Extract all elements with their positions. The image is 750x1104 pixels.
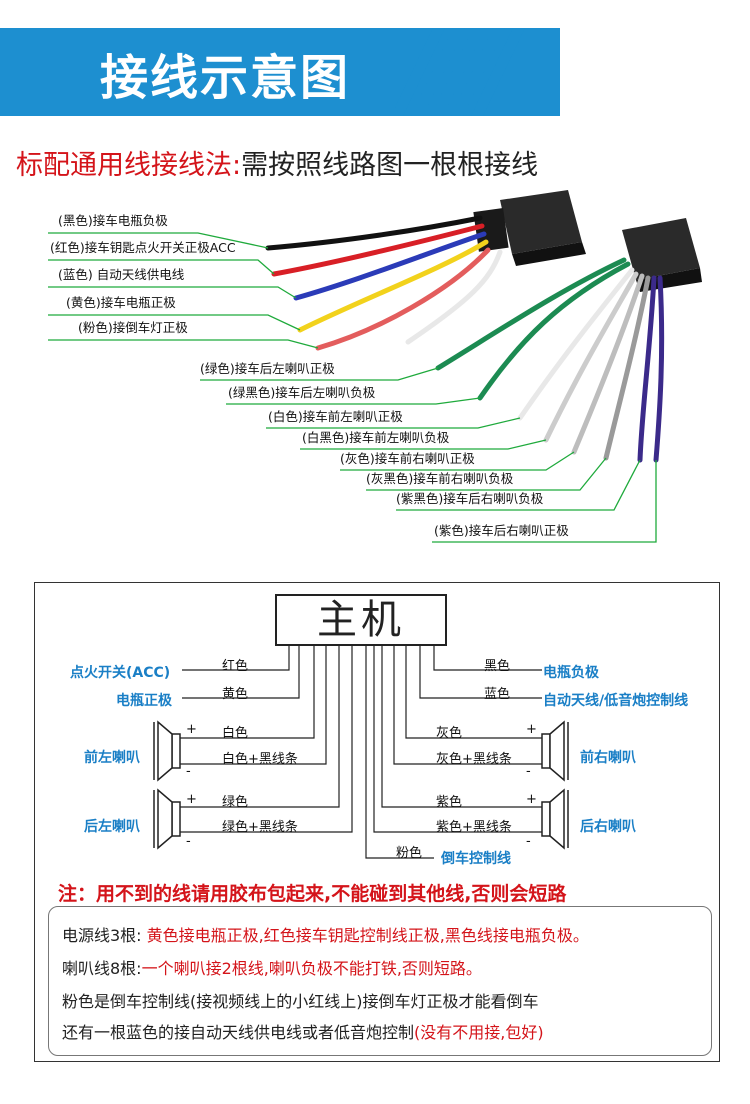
wire-blue-label: 蓝色	[484, 687, 511, 702]
minus-rear-left: -	[186, 834, 191, 849]
wire-green-label: 绿色	[222, 795, 249, 810]
wire-label-black: (黑色)接车电瓶负极	[58, 213, 168, 228]
wire-label-purple-black: (紫黑色)接车后右喇叭负极	[396, 491, 544, 506]
note-1-text: 黄色接电瓶正极,红色接车钥匙控制线正极,黑色线接电瓶负极。	[146, 926, 589, 945]
schematic-lines	[153, 644, 569, 859]
wire-red-label: 红色	[222, 659, 249, 674]
speaker-icons	[153, 720, 569, 850]
wire-label-red: (红色)接车钥匙点火开关正极ACC	[50, 240, 236, 255]
plus-front-right: +	[526, 722, 537, 737]
note-line-1: 电源线3根: 黄色接电瓶正极,红色接车钥匙控制线正极,黑色线接电瓶负极。	[62, 922, 589, 946]
connector-left	[473, 190, 586, 266]
harness-illustration	[48, 190, 702, 543]
wire-black-label: 黑色	[484, 659, 511, 674]
wire-gray-black-label: 灰色+黑线条	[436, 752, 512, 767]
wire-white-label: 白色	[222, 726, 249, 741]
wire-purple-label: 紫色	[436, 795, 463, 810]
minus-front-left: -	[186, 764, 191, 779]
note-line-3: 粉色是倒车控制线(接视频线上的小红线上)接倒车灯正极才能看倒车	[62, 992, 539, 1011]
wire-gray-label: 灰色	[436, 726, 463, 741]
label-antenna: 自动天线/低音炮控制线	[543, 693, 689, 709]
page-title: 接线示意图	[100, 50, 351, 106]
note-4-text: 还有一根蓝色的接自动天线供电线或者低音炮控制	[62, 1023, 415, 1042]
subtitle-red: 标配通用线接线法:	[16, 150, 242, 181]
speaker-rear-left-icon	[153, 788, 181, 850]
wire-label-white: (白色)接车前左喇叭正极	[268, 409, 403, 424]
plus-rear-left: +	[186, 792, 197, 807]
wire-label-blue: (蓝色) 自动天线供电线	[58, 267, 185, 282]
wire-label-green-black: (绿黑色)接车后左喇叭负极	[228, 385, 376, 400]
warning-text: 注：用不到的线请用胶布包起来,不能碰到其他线,否则会短路	[58, 883, 567, 905]
wire-green-black-label: 绿色+黑线条	[222, 820, 298, 835]
note-line-2: 喇叭线8根:一个喇叭接2根线,喇叭负极不能打铁,否则短路。	[62, 955, 482, 979]
minus-front-right: -	[526, 764, 531, 779]
speaker-rear-right-icon	[541, 788, 569, 850]
wire-label-pink: (粉色)接倒车灯正极	[78, 320, 188, 335]
subtitle-black: 需按照线路图一根根接线	[241, 150, 539, 181]
notes-box	[48, 906, 712, 1056]
subtitle: 标配通用线接线法:需按照线路图一根根接线	[16, 143, 538, 182]
wire-label-white-black: (白黑色)接车前左喇叭负极	[302, 430, 450, 445]
label-rear-right-speaker: 后右喇叭	[580, 819, 636, 835]
plus-front-left: +	[186, 722, 197, 737]
wire-label-green: (绿色)接车后左喇叭正极	[200, 361, 335, 376]
label-reverse-control: 倒车控制线	[441, 851, 511, 867]
label-front-left-speaker: 前左喇叭	[84, 750, 140, 766]
note-2-label: 喇叭线8根:	[62, 959, 142, 978]
speaker-front-right-icon	[541, 720, 569, 782]
host-unit: 主机	[275, 594, 447, 646]
speaker-front-left-icon	[153, 720, 181, 782]
wire-purple-black-label: 紫色+黑线条	[436, 820, 512, 835]
note-1-label: 电源线3根:	[62, 926, 147, 945]
plus-rear-right: +	[526, 792, 537, 807]
label-rear-left-speaker: 后左喇叭	[84, 819, 140, 835]
label-battery-positive: 电瓶正极	[116, 693, 172, 709]
schematic-box	[34, 582, 720, 1062]
wire-label-yellow: (黄色)接车电瓶正极	[66, 295, 176, 310]
label-acc: 点火开关(ACC)	[70, 665, 171, 681]
banner-stripes	[395, 28, 525, 116]
minus-rear-right: -	[526, 834, 531, 849]
note-2-text: 一个喇叭接2根线,喇叭负极不能打铁,否则短路。	[141, 959, 482, 978]
label-battery-negative: 电瓶负极	[543, 665, 599, 681]
wire-pink-label: 粉色	[396, 846, 423, 861]
wire-label-gray: (灰色)接车前右喇叭正极	[340, 451, 475, 466]
wire-label-purple: (紫色)接车后右喇叭正极	[434, 523, 569, 538]
note-4-red: (没有不用接,包好)	[414, 1023, 544, 1042]
note-line-4: 还有一根蓝色的接自动天线供电线或者低音炮控制(没有不用接,包好)	[62, 1019, 544, 1043]
label-front-right-speaker: 前右喇叭	[580, 750, 636, 766]
wire-label-gray-black: (灰黑色)接车前右喇叭负极	[366, 471, 514, 486]
wire-white-black-label: 白色+黑线条	[222, 752, 298, 767]
wire-yellow-label: 黄色	[222, 687, 249, 702]
